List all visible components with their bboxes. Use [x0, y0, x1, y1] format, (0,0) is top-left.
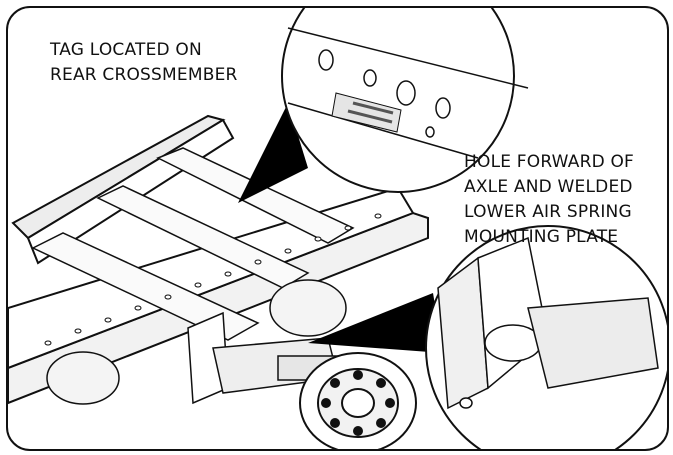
hole-callout-line-2: AXLE AND WELDED [464, 177, 633, 197]
hole-callout-line-4: MOUNTING PLATE [464, 227, 619, 247]
callout-pointers [238, 103, 443, 353]
wheel-hub [299, 352, 417, 449]
hole-callout-line-3: LOWER AIR SPRING [464, 202, 632, 222]
vin-tag-icon [331, 92, 402, 133]
tag-zoom-circle [281, 8, 529, 193]
rail-holes [44, 213, 382, 346]
hole-zoom-circle [425, 225, 667, 449]
air-springs [46, 279, 347, 405]
chassis-illustration [8, 8, 667, 449]
figure-frame: TAG LOCATED ON REAR CROSSMEMBER HOLE FOR… [6, 6, 669, 451]
hole-callout-line-1: HOLE FORWARD OF [464, 152, 635, 172]
tag-callout-line-2: REAR CROSSMEMBER [50, 65, 238, 85]
tag-callout-line-1: TAG LOCATED ON [50, 40, 202, 60]
tag-callout-label: TAG LOCATED ON REAR CROSSMEMBER [50, 38, 238, 88]
hole-callout-label: HOLE FORWARD OF AXLE AND WELDED LOWER AI… [464, 150, 634, 250]
